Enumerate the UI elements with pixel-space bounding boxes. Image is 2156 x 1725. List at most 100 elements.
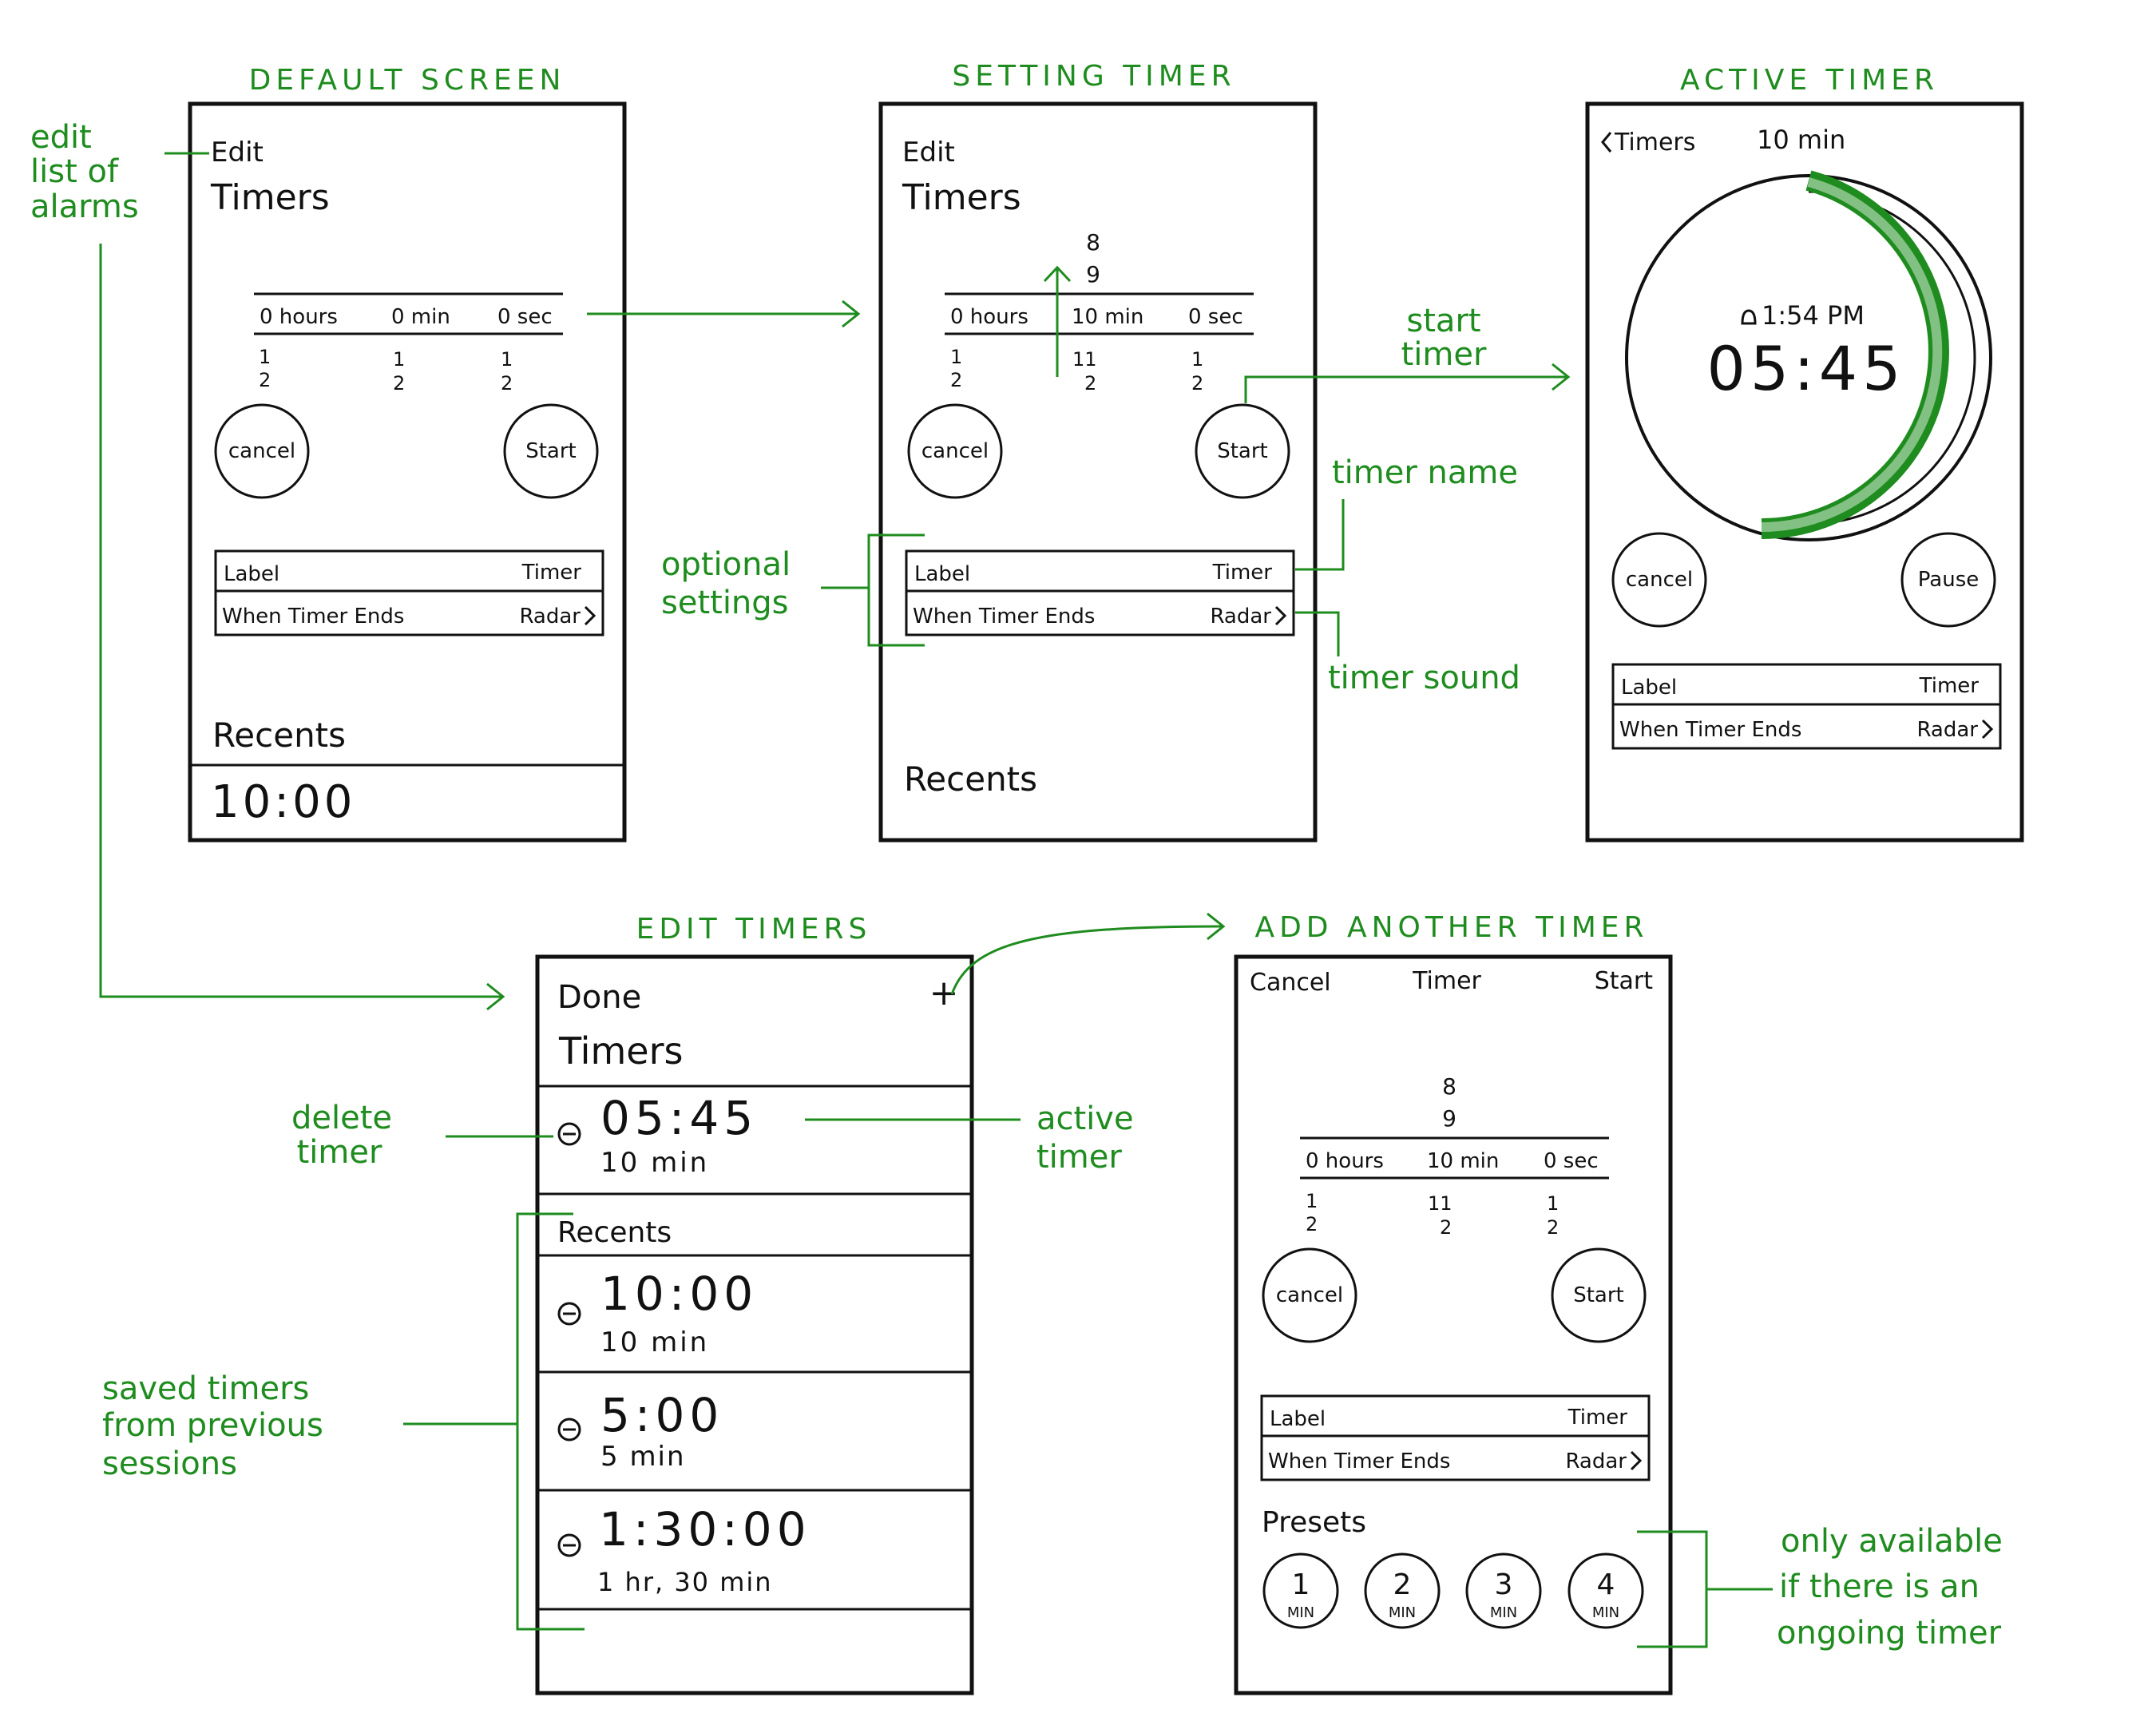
picker-sec-next-2: 2: [1191, 372, 1203, 395]
picker-hours[interactable]: 0 hours: [1306, 1149, 1384, 1173]
page-title: Timers: [558, 1029, 683, 1073]
annotation-text: timer: [1036, 1139, 1122, 1176]
ends-row-label: When Timer Ends: [1619, 718, 1801, 742]
countdown-display: 05:45: [1706, 333, 1905, 404]
start-button[interactable]: Start: [503, 403, 599, 499]
time-picker[interactable]: 0 hours 0 min 0 sec 1 2 1 2 1 2: [254, 292, 563, 395]
cancel-button[interactable]: cancel: [214, 403, 310, 499]
add-timer-button[interactable]: +: [929, 973, 959, 1013]
preset-button-1[interactable]: 1 MIN: [1262, 1552, 1339, 1629]
start-button[interactable]: Start: [1551, 1247, 1647, 1343]
screen-edit-timers: EDIT TIMERS Done + Timers 05:45 10 min R…: [535, 913, 974, 1695]
recent-timer-time[interactable]: 10:00: [211, 776, 355, 828]
recent-timer-row[interactable]: 5:00 5 min: [557, 1388, 723, 1473]
pause-button[interactable]: Pause: [1900, 532, 1996, 628]
start-button[interactable]: Start: [1195, 403, 1290, 499]
picker-above-2: 9: [1442, 1105, 1456, 1132]
chevron-left-icon: [1601, 132, 1612, 153]
recent-timer-time: 5:00: [600, 1388, 723, 1442]
recents-heading: Recents: [904, 759, 1037, 799]
label-row-label: Label: [914, 562, 970, 586]
ends-row-label: When Timer Ends: [913, 605, 1095, 629]
preset-button-3[interactable]: 3 MIN: [1465, 1552, 1542, 1629]
when-timer-ends-row[interactable]: When Timer Ends Radar: [222, 605, 596, 629]
time-picker[interactable]: 0 hours 10 min 0 sec 1 2 11 2 1 2: [1300, 1136, 1609, 1239]
preset-number: 1: [1292, 1568, 1310, 1601]
picker-min[interactable]: 10 min: [1072, 305, 1143, 329]
recent-timer-row[interactable]: 1:30:00 1 hr, 30 min: [557, 1502, 811, 1597]
recent-timer-row[interactable]: 10:00 10 min: [557, 1267, 758, 1358]
picker-above-2: 9: [1086, 261, 1100, 288]
ends-row-value: Radar: [1210, 605, 1271, 629]
picker-hours[interactable]: 0 hours: [260, 305, 338, 329]
back-button[interactable]: Timers: [1601, 129, 1695, 157]
connector-plus-to-add-timer: [950, 912, 1226, 995]
label-row-value: Timer: [521, 561, 582, 585]
alarm-time: 1:54 PM: [1741, 300, 1865, 331]
cancel-button[interactable]: cancel: [1262, 1247, 1357, 1343]
edit-button[interactable]: Edit: [902, 137, 955, 169]
cancel-button[interactable]: cancel: [907, 403, 1003, 499]
recent-timer-time: 1:30:00: [599, 1502, 811, 1556]
picker-hours[interactable]: 0 hours: [950, 305, 1028, 329]
arrow-head: [1552, 363, 1571, 391]
done-button[interactable]: Done: [557, 979, 641, 1016]
picker-sec[interactable]: 0 sec: [497, 305, 553, 329]
cancel-button[interactable]: cancel: [1611, 532, 1707, 628]
when-timer-ends-row[interactable]: When Timer Ends Radar: [913, 605, 1287, 629]
screen-title-active: ACTIVE TIMER: [1680, 64, 1939, 97]
cancel-top-button[interactable]: Cancel: [1250, 969, 1331, 997]
label-row[interactable]: Label Timer: [224, 561, 581, 586]
delete-icon[interactable]: [557, 1122, 581, 1146]
picker-sec-next-1: 1: [1191, 348, 1203, 371]
label-row[interactable]: Label Timer: [914, 561, 1272, 586]
picker-min-next-1: 11: [1428, 1192, 1453, 1215]
phone-frame-active: [1585, 101, 2024, 843]
label-row[interactable]: Label Timer: [1621, 674, 1979, 700]
active-timer-row[interactable]: 05:45 10 min: [557, 1091, 758, 1179]
phone-frame-default: [188, 101, 627, 843]
start-button-label: Start: [1217, 439, 1268, 463]
when-timer-ends-row[interactable]: When Timer Ends Radar: [1268, 1449, 1643, 1473]
preset-unit: MIN: [1490, 1604, 1517, 1621]
picker-min-next-2: 2: [393, 372, 405, 395]
ends-row-label: When Timer Ends: [1268, 1449, 1450, 1473]
annotation-text: timer: [297, 1134, 382, 1171]
picker-sec-next-1: 1: [1547, 1192, 1559, 1215]
delete-icon[interactable]: [557, 1302, 581, 1326]
screen-title-add: ADD ANOTHER TIMER: [1254, 911, 1648, 944]
picker-min[interactable]: 0 min: [391, 305, 450, 329]
pause-button-label: Pause: [1918, 568, 1979, 592]
delete-icon[interactable]: [557, 1418, 581, 1441]
screen-setting-timer: SETTING TIMER Edit Timers 8 9 0 hours 10…: [878, 60, 1318, 843]
annotation-text: timer sound: [1328, 660, 1520, 696]
annotation-text: timer: [1401, 336, 1487, 373]
chevron-right-icon: [1981, 719, 1994, 740]
active-timer-duration: 10 min: [600, 1147, 709, 1179]
delete-icon[interactable]: [557, 1533, 581, 1557]
preset-button-4[interactable]: 4 MIN: [1567, 1552, 1644, 1629]
screen-title-default: DEFAULT SCREEN: [249, 64, 566, 97]
start-top-button[interactable]: Start: [1595, 967, 1654, 995]
time-picker[interactable]: 0 hours 10 min 0 sec 1 2 11 2 1 2: [945, 292, 1254, 395]
annotation-text: alarms: [30, 188, 139, 225]
picker-min[interactable]: 10 min: [1427, 1149, 1499, 1173]
label-row-label: Label: [224, 562, 279, 586]
picker-sec[interactable]: 0 sec: [1544, 1149, 1599, 1173]
picker-sec[interactable]: 0 sec: [1188, 305, 1243, 329]
when-timer-ends-row[interactable]: When Timer Ends Radar: [1619, 718, 1994, 742]
start-button-label: Start: [525, 439, 577, 463]
edit-button[interactable]: Edit: [211, 137, 264, 169]
cancel-button-label: cancel: [1276, 1283, 1343, 1307]
preset-button-2[interactable]: 2 MIN: [1364, 1552, 1441, 1629]
preset-number: 2: [1393, 1568, 1412, 1601]
preset-unit: MIN: [1389, 1604, 1416, 1621]
ends-row-value: Radar: [519, 605, 581, 629]
annotation-text: only available: [1781, 1523, 2003, 1560]
recent-timer-duration: 5 min: [600, 1441, 686, 1473]
picker-sec-next-2: 2: [1547, 1216, 1559, 1239]
picker-min-next-2: 2: [1440, 1216, 1452, 1239]
screen-title-edit: EDIT TIMERS: [636, 913, 872, 946]
label-row-label: Label: [1270, 1407, 1326, 1431]
label-row[interactable]: Label Timer: [1270, 1406, 1627, 1431]
